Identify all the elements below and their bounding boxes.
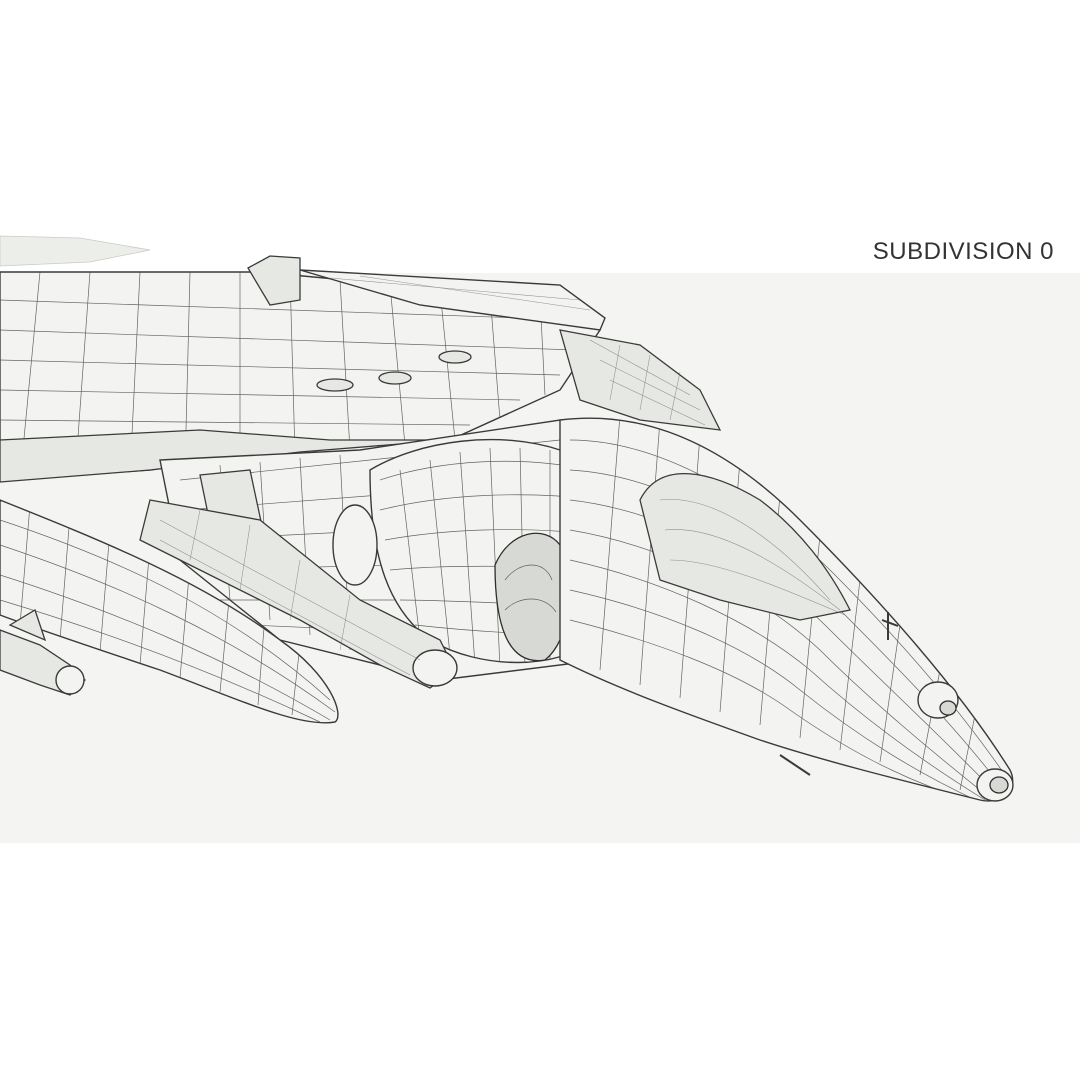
nose-cockpit bbox=[559, 417, 1014, 802]
underwing-pod bbox=[139, 499, 458, 689]
wing-tip-faded bbox=[0, 235, 151, 267]
fuselage-top-fin bbox=[247, 255, 606, 331]
missile-store bbox=[0, 609, 86, 696]
center-fuselage bbox=[159, 419, 601, 681]
drop-tank bbox=[0, 499, 339, 724]
aircraft-wireframe-render bbox=[0, 235, 1014, 802]
subdivision-level-label: SUBDIVISION 0 bbox=[872, 238, 1054, 265]
aft-fuselage-structure bbox=[559, 329, 722, 431]
main-wing bbox=[0, 271, 601, 483]
